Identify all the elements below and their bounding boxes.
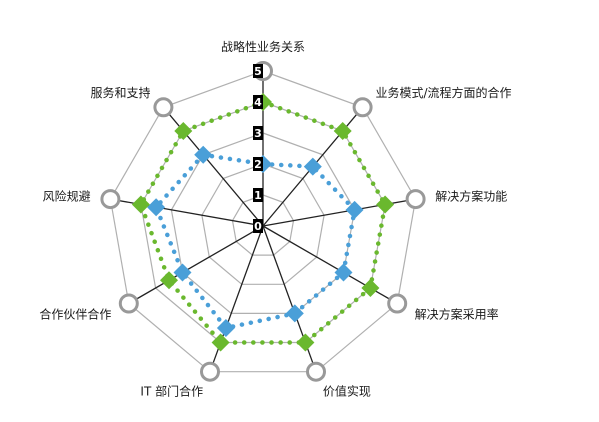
axis-label: 解决方案采用率 <box>415 307 499 322</box>
series-1-point <box>345 200 364 219</box>
axis-end-marker <box>100 189 121 210</box>
series-2-line <box>138 99 388 345</box>
series-1-point <box>216 319 235 337</box>
series-1-point <box>285 304 304 323</box>
axis-end-marker <box>352 97 373 118</box>
tick-label: 2 <box>254 158 262 171</box>
axis-label: 合作伙伴合作 <box>39 307 111 322</box>
tick-label-bg <box>253 157 263 171</box>
series-1-point <box>173 263 192 282</box>
series-2-point <box>174 122 193 140</box>
grid-ring-3 <box>170 132 356 314</box>
series-1-point <box>194 145 213 164</box>
axis-label: IT 部门合作 <box>140 383 203 398</box>
tick-label: 3 <box>254 127 262 140</box>
series-2-point <box>333 122 352 140</box>
tick-label-bg <box>253 219 263 233</box>
tick-label-bg <box>253 126 263 140</box>
series-2-point <box>160 271 178 290</box>
axis-label: 战略性业务关系 <box>221 39 305 54</box>
series-1-point <box>303 157 322 176</box>
axis-end-marker <box>387 293 408 314</box>
series-2-point <box>131 195 150 214</box>
tick-label-bg <box>253 95 263 109</box>
axis-line <box>209 225 264 372</box>
tick-label: 5 <box>254 65 262 78</box>
axis-end-marker <box>153 97 174 118</box>
tick-label: 1 <box>254 189 262 202</box>
axis-end-marker <box>405 189 426 210</box>
axis-label: 解决方案功能 <box>435 189 507 204</box>
series-2-point <box>361 279 380 297</box>
radial-ticks: 0 1 2 3 4 5 <box>253 64 263 233</box>
axis-end-markers <box>100 61 426 382</box>
radar-series <box>131 93 395 352</box>
axis-line <box>128 225 264 305</box>
tick-label: 0 <box>254 220 262 233</box>
axis-end-marker <box>118 293 139 314</box>
axis-line <box>262 225 317 372</box>
axis-end-marker <box>200 361 220 382</box>
axis-line <box>162 106 264 227</box>
axis-line <box>262 225 398 305</box>
series-1-point <box>147 198 166 217</box>
series-2-point <box>211 333 230 352</box>
series-1-point <box>334 263 353 282</box>
grid-ring-1 <box>231 194 295 256</box>
grid-ring-2 <box>201 163 325 285</box>
axis-end-marker <box>306 361 326 382</box>
tick-label: 4 <box>254 96 262 109</box>
axis-label: 业务模式/流程方面的合作 <box>376 85 512 100</box>
series-2-point <box>296 333 315 352</box>
series-2-point <box>376 195 395 214</box>
grid-ring-5 <box>109 70 417 373</box>
axis-label: 风险规避 <box>43 189 91 204</box>
series-1-line <box>153 152 358 331</box>
axis-label: 服务和支持 <box>90 85 150 100</box>
tick-label-bg <box>253 64 263 78</box>
axis-label: 价值实现 <box>323 383 371 398</box>
tick-label-bg <box>253 188 263 202</box>
